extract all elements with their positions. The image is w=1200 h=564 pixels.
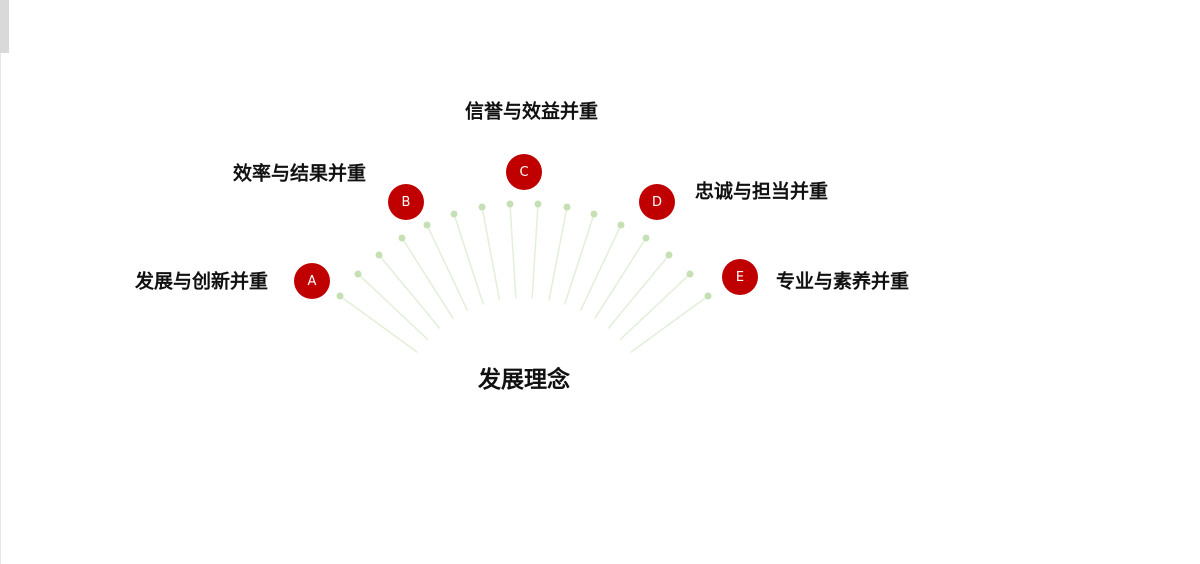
node-letter: C — [519, 164, 529, 180]
label-b: 效率与结果并重 — [233, 162, 367, 185]
label-d: 忠诚与担当并重 — [695, 180, 829, 203]
ray-dot — [398, 234, 406, 242]
node-b: B — [388, 184, 424, 220]
node-d: D — [639, 184, 675, 220]
left-scroll-strip — [0, 0, 9, 53]
ray-dot — [336, 292, 344, 300]
ray-dot — [665, 251, 673, 259]
ray-dot — [617, 221, 625, 229]
ray-dot — [590, 210, 598, 218]
ray-dot — [642, 234, 650, 242]
ray-line — [548, 206, 568, 301]
node-e: E — [722, 259, 758, 295]
ray-dot — [423, 221, 431, 229]
ray-dot — [534, 200, 542, 208]
node-letter: B — [401, 194, 411, 210]
ray-dot — [375, 251, 383, 259]
left-edge-line — [0, 53, 1, 564]
ray-line — [630, 295, 709, 353]
ray-line — [509, 203, 517, 299]
ray-line — [531, 203, 539, 299]
node-letter: D — [651, 194, 662, 210]
label-c: 信誉与效益并重 — [465, 100, 599, 123]
ray-line — [378, 254, 441, 329]
ray-dot — [450, 210, 458, 218]
ray-line — [607, 254, 670, 329]
node-letter: A — [307, 273, 317, 289]
node-letter: E — [735, 269, 745, 285]
ray-line — [579, 224, 622, 312]
label-a: 发展与创新并重 — [135, 270, 269, 293]
ray-dot — [686, 270, 694, 278]
ray-line — [401, 237, 454, 319]
ray-line — [339, 295, 418, 353]
ray-dot — [704, 292, 712, 300]
ray-line — [619, 273, 691, 341]
ray-dot — [506, 200, 514, 208]
ray-line — [357, 273, 429, 341]
ray-dot — [563, 203, 571, 211]
ray-line — [563, 213, 595, 305]
ray-line — [594, 237, 647, 319]
ray-dot — [478, 203, 486, 211]
node-c: C — [506, 154, 542, 190]
node-a: A — [294, 263, 330, 299]
ray-line — [481, 206, 501, 301]
diagram-title: 发展理念 — [478, 367, 570, 393]
ray-dot — [354, 270, 362, 278]
ray-line — [453, 213, 485, 305]
ray-line — [426, 224, 469, 312]
label-e: 专业与素养并重 — [776, 270, 910, 293]
